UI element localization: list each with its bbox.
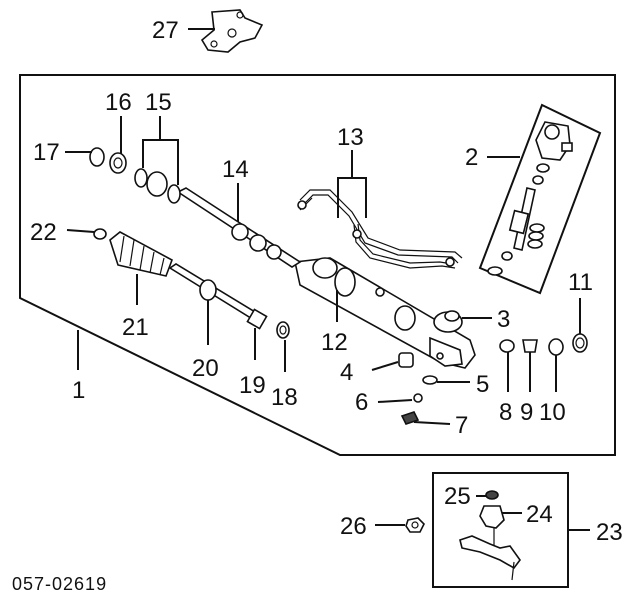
part-13-pipes [297, 189, 463, 269]
callout-7: 7 [455, 412, 468, 439]
part-15-bushings [134, 168, 181, 204]
callout-23: 23 [596, 519, 623, 546]
diagram-code: 057-02619 [12, 574, 107, 594]
callout-1: 1 [72, 377, 85, 404]
callout-12: 12 [321, 329, 348, 356]
callout-16: 16 [105, 89, 132, 116]
part-19-end [246, 308, 268, 330]
callout-9: 9 [520, 399, 533, 426]
callout-21: 21 [122, 314, 149, 341]
callout-15: 15 [145, 89, 172, 116]
part-23-tie-rod-end [459, 528, 521, 581]
callout-4: 4 [340, 359, 353, 386]
part-17-cap [89, 147, 105, 167]
callout-8: 8 [499, 399, 512, 426]
callout-11: 11 [568, 269, 593, 296]
callout-17: 17 [33, 139, 60, 166]
part-10-washer [548, 338, 564, 356]
part-3-plug [444, 310, 460, 322]
part-22-clip [93, 228, 107, 240]
part-21-boot [109, 231, 173, 277]
callout-19: 19 [239, 372, 266, 399]
callout-3: 3 [497, 306, 510, 333]
callout-6: 6 [355, 389, 368, 416]
leader-7 [413, 421, 451, 425]
callout-27: 27 [152, 17, 179, 44]
callout-14: 14 [222, 156, 249, 183]
part-2-valve-components [487, 121, 573, 276]
part-16-seal [109, 152, 127, 174]
callout-5: 5 [476, 371, 489, 398]
leader-4 [371, 361, 399, 371]
callout-24: 24 [526, 501, 553, 528]
callout-25: 25 [444, 483, 471, 510]
callout-20: 20 [192, 355, 219, 382]
callout-2: 2 [465, 144, 478, 171]
part-14-rack-shaft [176, 187, 302, 268]
part-6-ring [413, 393, 423, 403]
callout-18: 18 [271, 384, 298, 411]
part-24-boot [479, 505, 505, 529]
part-8-cap [499, 339, 515, 353]
part-25-nut [485, 490, 499, 500]
part-26-nut [405, 517, 425, 533]
callout-13: 13 [337, 124, 364, 151]
part-9-plug [522, 339, 538, 353]
part-18-nut [276, 321, 290, 339]
part-20-tie-rod [168, 263, 262, 321]
part-5-washer [422, 375, 438, 385]
part-27-bracket [200, 9, 264, 53]
leader-6 [377, 399, 413, 403]
leader-22 [66, 229, 95, 233]
callout-22: 22 [30, 219, 57, 246]
part-4-bushing [398, 352, 414, 368]
main-assembly-outline [19, 74, 616, 456]
part-2-box [478, 103, 602, 295]
part-11-o-ring [572, 333, 588, 353]
callout-10: 10 [539, 399, 566, 426]
part-12-rack-housing [294, 257, 476, 369]
part-7-nut [400, 411, 420, 425]
callout-26: 26 [340, 513, 367, 540]
